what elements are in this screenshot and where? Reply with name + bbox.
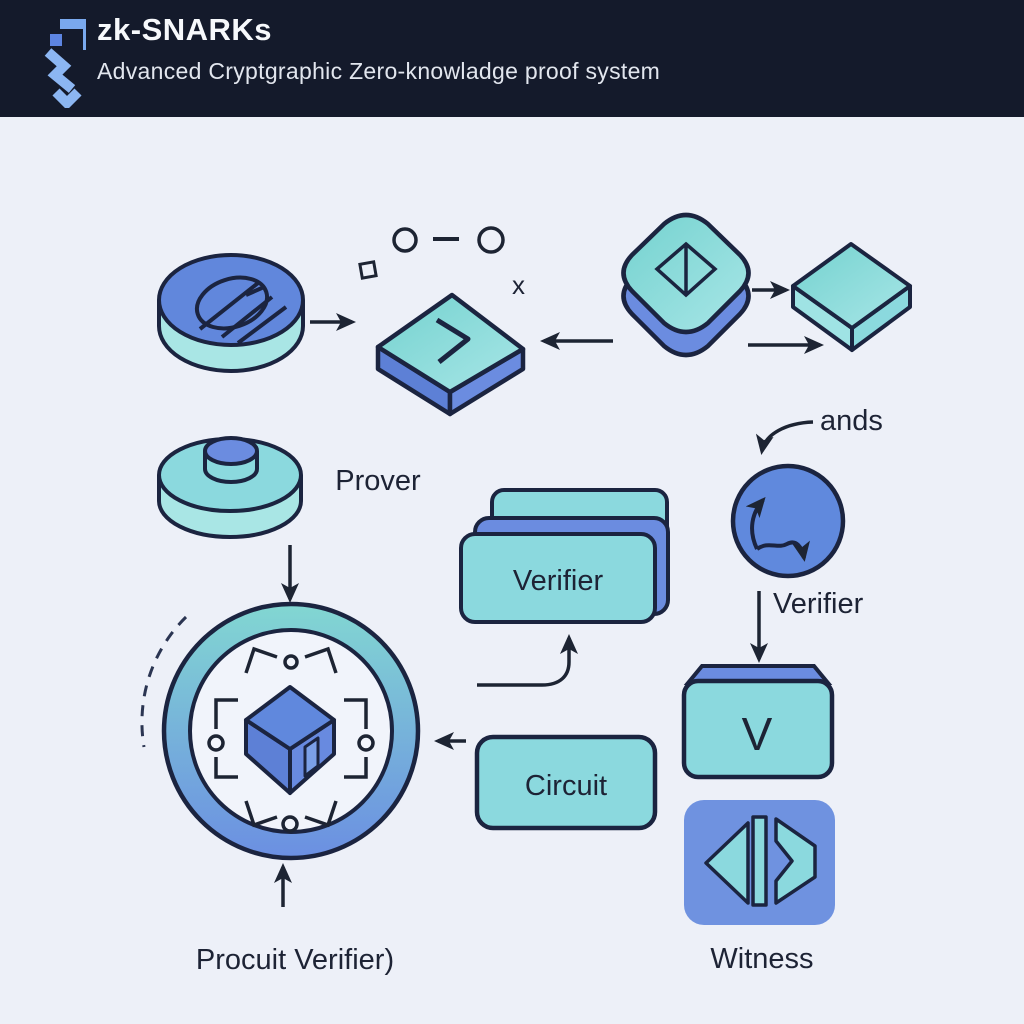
witness-label: Witness [710, 943, 813, 975]
decor-circle-icon [392, 227, 418, 253]
zk-logo-icon [44, 19, 86, 108]
circuit-box [474, 734, 658, 831]
circuit-label: Circuit [525, 770, 607, 802]
keystone-icon [621, 212, 751, 358]
v-box [681, 664, 835, 780]
ands-label: ands [820, 405, 883, 437]
verifier-cards-label: Verifier [513, 565, 604, 597]
app-header: zk-SNARKs Advanced Cryptgraphic Zero-kno… [0, 0, 1024, 117]
decor-circle-icon [477, 226, 505, 254]
flat-slab-icon [791, 242, 912, 352]
page-subtitle: Advanced Cryptgraphic Zero-knowladge pro… [97, 58, 661, 84]
arrow-to-verifier-cards [477, 634, 578, 687]
swap-arrows-glyph [745, 496, 810, 562]
verifier-cards [459, 488, 670, 624]
prover-label: Prover [335, 465, 421, 497]
witness-code-glyph [704, 815, 817, 907]
core-cube-icon [244, 685, 336, 795]
verification-ring-icon [140, 601, 421, 861]
inner-diamond-glyph [654, 241, 718, 298]
frame-brackets [207, 646, 375, 833]
decor-shapes [358, 226, 505, 280]
proof-verifier-label: Procuit Verifier) [196, 944, 394, 976]
prover-disc-icon [157, 436, 303, 539]
v-box-label: V [742, 708, 773, 760]
exchange-circle-icon [730, 463, 846, 579]
proof-box-icon [375, 292, 526, 417]
proof-stone-icon [157, 253, 305, 373]
arrow-ands [755, 420, 814, 455]
page-title: zk-SNARKs [97, 12, 273, 47]
chevron-glyph [435, 317, 471, 364]
decor-square-icon [358, 260, 378, 280]
decor-x-glyph: x [512, 270, 525, 300]
witness-tile [684, 800, 835, 925]
zksnark-diagram: x [0, 117, 1024, 1024]
dashed-arc [140, 615, 188, 748]
verifier-flow-label: Verifier [773, 588, 864, 620]
signature-glyph [194, 275, 288, 345]
